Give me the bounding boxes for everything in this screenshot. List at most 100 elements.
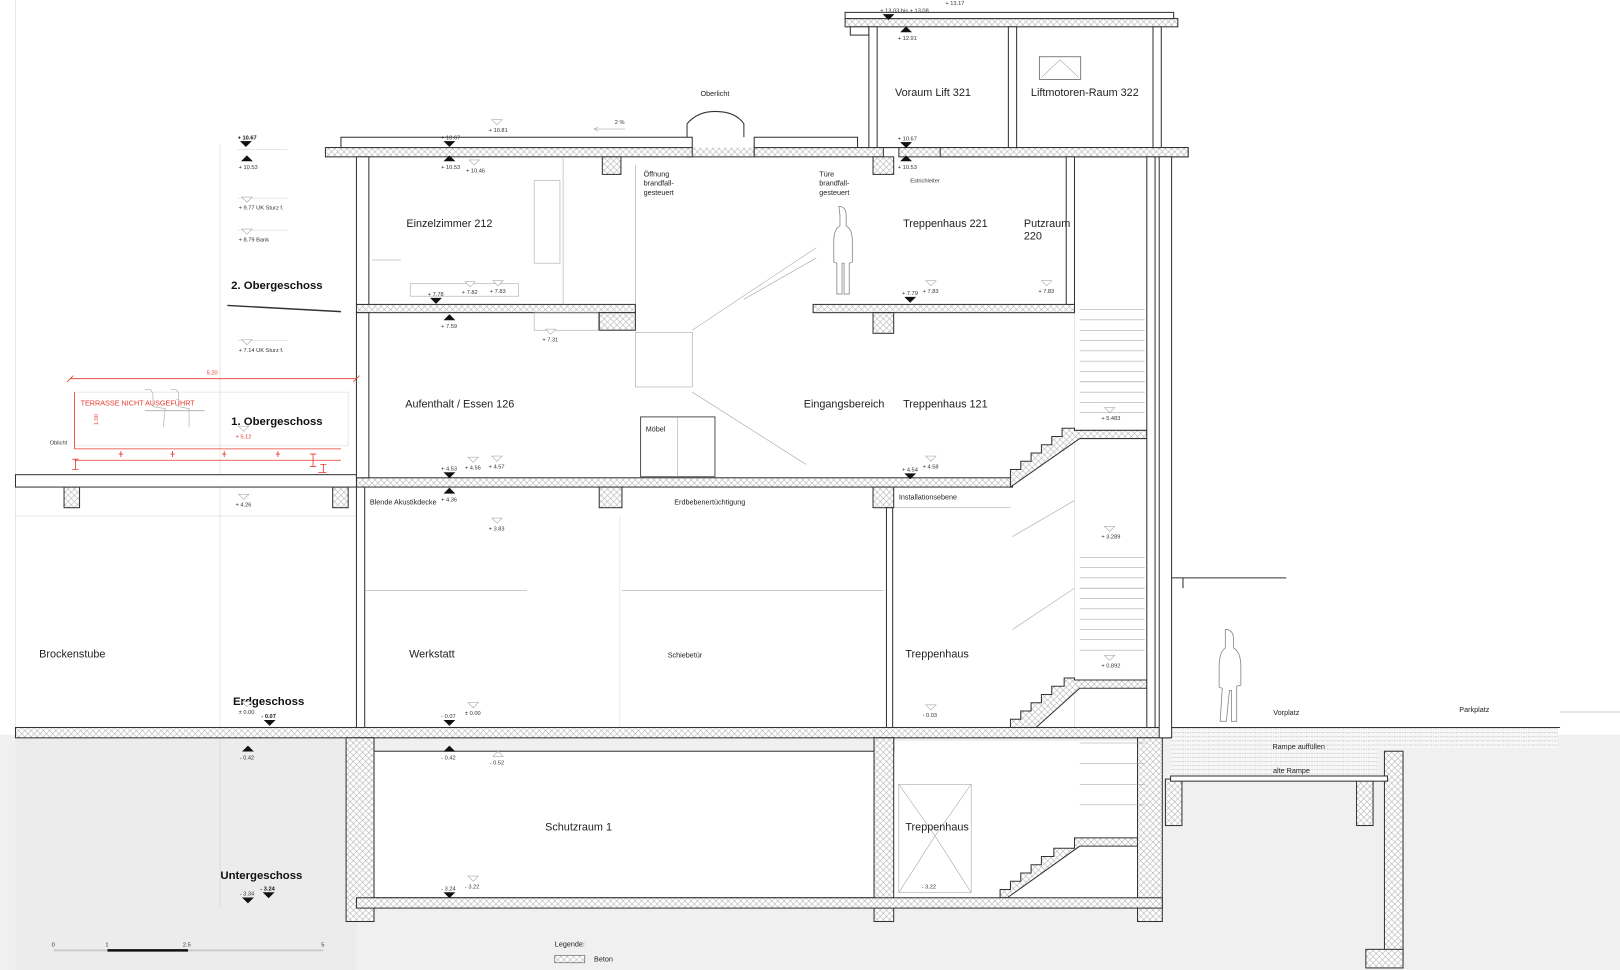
elevation-triangle-open-icon [491, 455, 503, 462]
elevation-triangle-open-icon [241, 701, 253, 708]
legend-title: Legende: [555, 939, 585, 948]
label-alte-rampe: alte Rampe [1273, 766, 1310, 775]
label-estrichleiter: Estrichleiter [910, 179, 940, 185]
level-untergeschoss: Untergeschoss [220, 870, 302, 882]
elevation-triangle-filled-icon [904, 296, 917, 303]
elevation-label: + 10.53 [239, 165, 258, 171]
elevation-label: + 10.53 [441, 165, 460, 171]
elevation-label: + 8.79 Bank [239, 237, 270, 243]
elevation-label: + 7.59 [441, 324, 457, 330]
room-eingangsbereich: Eingangsbereich [804, 399, 885, 411]
elevation-triangle-open-icon [1103, 407, 1116, 414]
legend: Legende: Beton [554, 939, 613, 964]
room-putzraum-line1: Putzraum [1024, 218, 1070, 230]
elevation-triangle-open-icon [924, 455, 937, 462]
elevation-triangle-open-icon [468, 159, 481, 166]
elevation-triangle-open-icon [237, 493, 250, 500]
elevation-label: ± 0.00 [239, 710, 255, 716]
label-moebel: Möbel [646, 424, 666, 433]
level-2-obergeschoss: 2. Obergeschoss [231, 280, 322, 292]
elevation-triangle-filled-icon [443, 155, 456, 162]
elevation-triangle-open-icon [492, 280, 504, 287]
elevation-triangle-filled-icon [443, 472, 456, 479]
room-oeffnung-line1: Öffnung [644, 169, 670, 178]
elevation-triangle-filled-icon [904, 473, 917, 480]
elevation-triangle-open-icon [544, 328, 557, 335]
elevation-triangle-filled-icon [443, 892, 456, 899]
elevation-triangle-open-icon [467, 875, 480, 882]
elevation-label: - 0.42 [240, 755, 254, 761]
elevation-label: + 12.91 [898, 36, 917, 42]
elevation-triangle-open-icon [924, 704, 937, 711]
person-silhouettes [833, 205, 1242, 722]
elevation-label: + 10.46 [466, 168, 485, 174]
terrace-not-built [66, 304, 360, 474]
room-voraum-lift-321: Voraum Lift 321 [895, 87, 971, 99]
room-oeffnung-line3: gesteuert [644, 188, 674, 197]
elevation-triangle-filled-icon [263, 719, 276, 726]
elevation-label: + 7.83 [490, 289, 506, 295]
elevation-triangle-filled-icon [443, 141, 456, 147]
elevation-triangle-open-icon [1040, 280, 1053, 287]
elevation-label: + 13.17 [945, 1, 964, 7]
elevation-triangle-open-icon [1103, 654, 1116, 661]
scale-tick-2-5: 2.5 [183, 942, 191, 948]
label-parkplatz: Parkplatz [1459, 705, 1490, 714]
elevation-label: + 5.12 [236, 435, 252, 441]
room-brockenstube: Brockenstube [39, 648, 105, 660]
elevation-label: - 0.52 [490, 761, 504, 767]
legend-item-beton: Beton [594, 955, 613, 964]
elevation-triangle-filled-icon [242, 745, 254, 752]
elevation-triangle-filled-icon [900, 155, 912, 162]
elevation-triangle-open-icon [467, 456, 480, 463]
elevation-triangle-filled-icon [443, 719, 456, 726]
elevation-triangle-filled-icon [882, 14, 895, 21]
elevation-label: + 4.56 [465, 466, 481, 472]
elevation-triangle-open-icon [491, 517, 503, 524]
elevation-label: + 9.77 UK Sturz f. [239, 205, 284, 211]
label-roof-slope: 2 % [615, 120, 625, 126]
elevation-label: - 0.42 [441, 755, 455, 761]
elevation-label: - 0.07 [441, 714, 455, 720]
elevation-triangle-open-icon [241, 339, 253, 346]
annotations: Oberlicht 2 % Estrichleiter Blende Akust… [50, 89, 1490, 775]
legend-concrete-swatch [554, 955, 586, 964]
scale-bar: 0 1 2.5 5 [52, 942, 324, 952]
scale-tick-5: 5 [321, 942, 324, 948]
elevation-label: - 3.24 [260, 887, 275, 893]
elevation-label: + 4.58 [923, 464, 939, 470]
elevation-triangle-open-icon [241, 196, 253, 203]
room-tuere-line2: brandfall- [819, 179, 850, 188]
elevation-triangle-filled-icon [900, 142, 912, 149]
elevation-triangle-open-icon [464, 281, 477, 288]
room-oeffnung-line2: brandfall- [644, 179, 675, 188]
elevation-triangle-filled-icon [430, 297, 442, 304]
room-liftmotoren-322: Liftmotoren-Raum 322 [1031, 87, 1139, 99]
elevation-triangle-open-icon [491, 119, 503, 126]
label-vorplatz: Vorplatz [1273, 708, 1299, 717]
elevation-label: - 3.22 [922, 884, 936, 890]
elevation-triangle-open-icon [467, 702, 480, 709]
elevation-label: + 4.54 [902, 468, 918, 474]
elevation-triangle-open-icon [241, 228, 253, 235]
elevation-label: + 0.892 [1101, 664, 1120, 670]
elevation-triangle-open-icon [924, 280, 937, 287]
scale-tick-0: 0 [52, 942, 55, 948]
elevation-label: + 7.79 [902, 291, 918, 297]
room-einzelzimmer-212: Einzelzimmer 212 [406, 218, 492, 230]
elevation-triangle-filled-icon [900, 26, 912, 33]
elevation-label: + 3.83 [489, 526, 505, 532]
label-terrasse-nicht-ausgefuehrt: TERRASSE NICHT AUSGEFÜHRT [81, 399, 196, 408]
elevation-label: - 0.03 [923, 713, 937, 719]
label-blende-akustikdecke: Blende Akustikdecke [370, 498, 437, 507]
elevation-label: + 7.78 [428, 292, 444, 298]
elevation-markers: + 10.67 + 10.53 + 9.77 UK Sturz f. + 8.7… [236, 1, 1120, 904]
room-werkstatt: Werkstatt [409, 648, 455, 660]
room-tuere-line3: gesteuert [819, 188, 849, 197]
room-tuere-line1: Türe [819, 169, 834, 178]
label-erdbebenertuechtigung: Erdbebenertüchtigung [674, 498, 745, 507]
label-schiebetuer: Schiebetür [668, 650, 703, 659]
terrace-height-dimension: 1.00 [94, 414, 100, 425]
elevation-label: + 7.83 [923, 289, 939, 295]
elevation-triangle-open-icon [237, 425, 250, 432]
